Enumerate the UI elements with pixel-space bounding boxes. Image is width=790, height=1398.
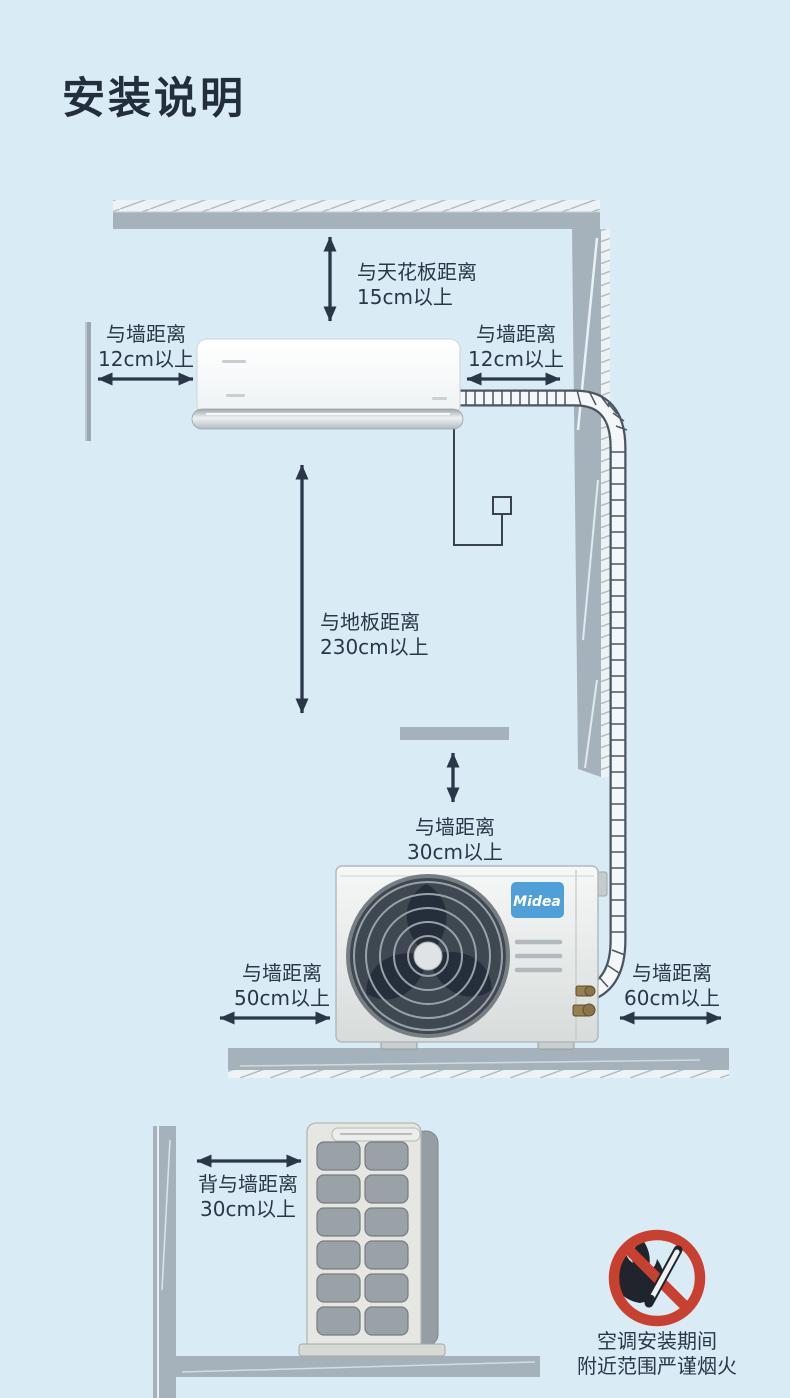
drain-line [453, 424, 512, 546]
dimension-arrows [97, 236, 722, 1168]
controller-box [492, 496, 512, 515]
outdoor-unit: Midea [335, 865, 608, 1050]
overhead-wall-segment [400, 727, 509, 740]
indoor-unit [191, 338, 464, 430]
indoor-unit-badge [222, 360, 246, 363]
side-vent-slats [514, 939, 563, 973]
clearance-label-outdoor-right: 与墙距离 60cm以上 [624, 961, 720, 1010]
service-valves [572, 985, 596, 1017]
page-title: 安装说明 [62, 74, 246, 124]
left-wall-segment [85, 322, 91, 441]
mounting-base [298, 1343, 446, 1357]
fan-hub [413, 941, 443, 971]
clearance-label-ceiling: 与天花板距离 15cm以上 [357, 260, 477, 309]
no-open-flame-icon [608, 1229, 706, 1327]
right-wall [572, 229, 610, 777]
clearance-label-back-wall: 背与墙距离 30cm以上 [198, 1172, 298, 1221]
fan-grille [346, 874, 510, 1038]
clearance-label-outdoor-left: 与墙距离 50cm以上 [234, 961, 330, 1010]
rear-wall [153, 1126, 176, 1398]
clearance-label-left-wall: 与墙距离 12cm以上 [98, 322, 194, 371]
midea-logo: Midea [511, 882, 564, 918]
ceiling [113, 200, 600, 229]
refrigerant-pipe [447, 389, 628, 1002]
vent-grid [316, 1141, 409, 1336]
clearance-label-floor: 与地板距离 230cm以上 [320, 610, 429, 659]
indoor-unit-outlet-bar [191, 408, 464, 430]
clearance-label-right-wall: 与墙距离 12cm以上 [468, 322, 564, 371]
ground-platform [228, 1048, 729, 1078]
fire-warning-text: 空调安装期间 附近范围严谨烟火 [577, 1329, 737, 1378]
clearance-label-outdoor-top: 与墙距离 30cm以上 [407, 815, 503, 864]
bottom-floor [176, 1356, 540, 1377]
outdoor-unit-side-view [298, 1122, 446, 1357]
match-stick [644, 1245, 683, 1308]
midea-logo-text: Midea [513, 894, 561, 910]
